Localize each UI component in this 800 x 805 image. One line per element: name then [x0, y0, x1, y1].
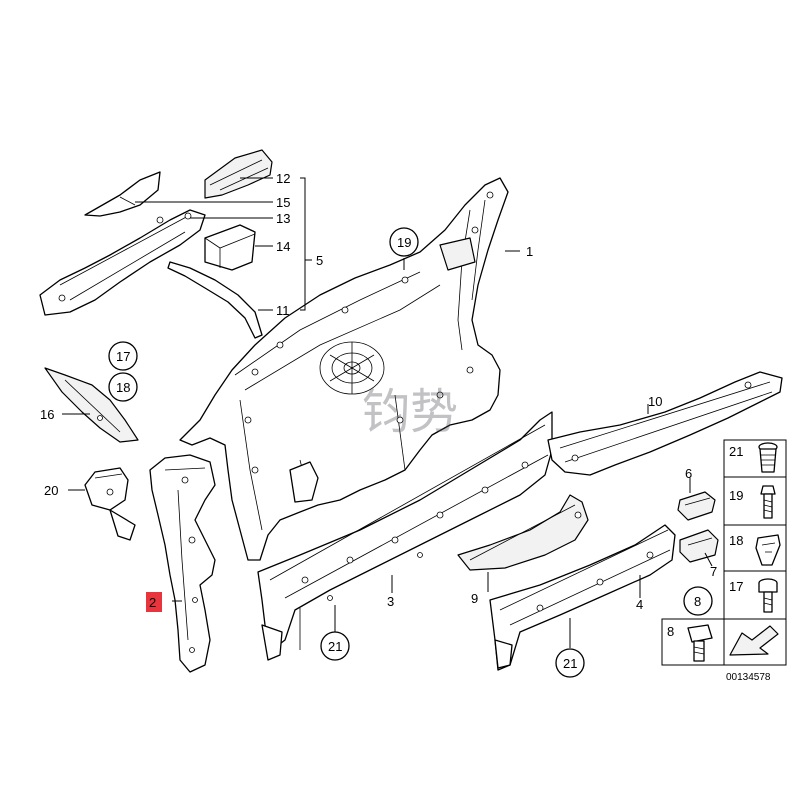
fastener-legend: 21 19 18 17 8 [661, 439, 787, 683]
legend-num-18: 18 [729, 533, 743, 548]
clip-nut-icon [755, 534, 781, 566]
legend-num-17: 17 [729, 579, 743, 594]
callout-16: 16 [40, 407, 54, 422]
ribbed-plug-icon [758, 442, 778, 473]
circle-callout-18: 18 [116, 380, 130, 395]
watermark: 钧势 [362, 384, 458, 440]
clip-7 [679, 529, 719, 563]
callout-2: 2 [149, 595, 156, 610]
callout-20: 20 [44, 483, 58, 498]
box-bracket-14 [204, 224, 256, 271]
callout-7: 7 [710, 564, 717, 579]
direction-arrow-icon [729, 625, 779, 656]
bolt-icon [760, 485, 776, 519]
clip-6 [677, 491, 716, 521]
long-rail-13 [39, 209, 206, 316]
callout-12: 12 [276, 171, 290, 186]
callout-4: 4 [636, 597, 643, 612]
circle-callout-21-left: 21 [328, 639, 342, 654]
circle-callout-21-right: 21 [563, 656, 577, 671]
callout-14: 14 [276, 239, 290, 254]
legend-num-21: 21 [729, 444, 743, 459]
callout-6: 6 [685, 466, 692, 481]
bracket-15 [84, 171, 161, 217]
bracket-9 [457, 494, 589, 571]
a-pillar-wheelhouse-1 [179, 177, 509, 561]
diagram-number: 00134578 [726, 672, 771, 683]
leader-lines [62, 177, 713, 648]
hex-bolt-icon [687, 624, 713, 662]
callout-10: 10 [648, 394, 662, 409]
callout-13: 13 [276, 211, 290, 226]
circle-callout-8: 8 [694, 594, 701, 609]
bracket-12 [204, 149, 273, 199]
circle-callout-19: 19 [397, 235, 411, 250]
callout-labels: 1 2 3 4 5 6 7 9 10 11 12 13 14 15 16 20 [40, 171, 717, 612]
callout-11: 11 [276, 303, 290, 318]
pillar-part-2 [149, 454, 216, 673]
callout-3: 3 [387, 594, 394, 609]
rail-10 [547, 371, 783, 476]
sill-4 [489, 524, 676, 671]
bracket-20 [84, 467, 136, 541]
callout-9: 9 [471, 591, 478, 606]
circle-callout-17: 17 [116, 349, 130, 364]
panel-16 [44, 367, 139, 443]
stay-11 [167, 261, 263, 339]
legend-num-19: 19 [729, 488, 743, 503]
legend-num-8: 8 [667, 624, 674, 639]
callout-5: 5 [316, 253, 323, 268]
circled-callouts: 17 18 19 8 21 21 [108, 227, 713, 678]
sill-member-3 [257, 411, 553, 661]
callout-1: 1 [526, 244, 533, 259]
collar-screw-icon [758, 578, 778, 613]
callout-15: 15 [276, 195, 290, 210]
highlight-box [146, 592, 162, 612]
